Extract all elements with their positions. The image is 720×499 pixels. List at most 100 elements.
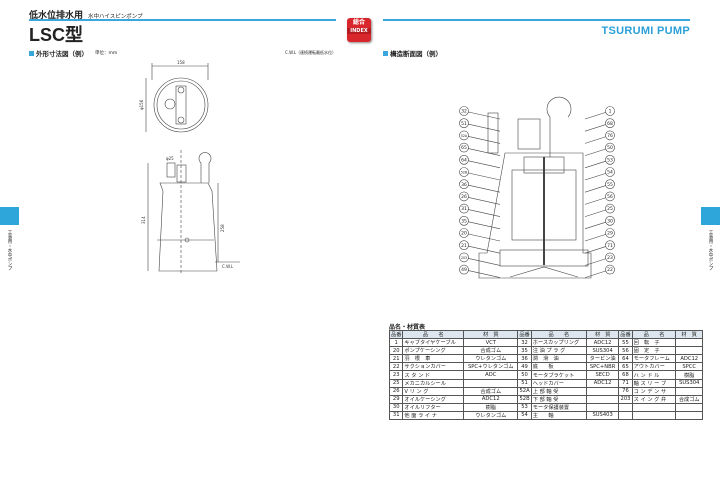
part-number: 35 <box>517 346 532 356</box>
part-name: 注 油 プ ラ グ <box>530 346 587 356</box>
material: SUS304 <box>675 378 703 388</box>
part-name <box>631 410 677 421</box>
side-tab[interactable] <box>701 207 720 225</box>
material: 合成ゴム <box>675 394 703 404</box>
part-name: V リ ン グ <box>402 386 465 396</box>
callout-label: 20 <box>461 231 467 237</box>
part-name: ス イ ン グ 弁 <box>631 394 677 404</box>
part-name: 回 転 子 <box>631 338 677 348</box>
callout-circle <box>605 240 615 250</box>
part-name: オイルリフター <box>402 402 465 412</box>
part-number: 49 <box>517 362 532 372</box>
part-name: ホースカップリング <box>530 338 587 348</box>
material: ウレタンゴム <box>463 354 519 364</box>
callout-label: 32 <box>461 109 467 115</box>
column-header: 品番 <box>618 329 633 340</box>
material: ADC12 <box>585 338 620 348</box>
material: SUS304 <box>585 346 620 356</box>
column-header: 材 質 <box>585 329 620 340</box>
callout-label: 53 <box>607 157 613 163</box>
parts-table-title: 品名・材質表 <box>389 324 426 331</box>
leader-line <box>463 147 501 156</box>
material <box>675 410 703 421</box>
material: SECD <box>585 370 620 380</box>
svg-text:C.W.L: C.W.L <box>222 264 234 269</box>
side-tab[interactable] <box>0 207 19 225</box>
part-number: 25 <box>388 378 404 388</box>
callout-label: 23 <box>607 255 613 261</box>
callout-circle <box>605 118 615 129</box>
callout-label: 52B <box>461 171 467 175</box>
svg-text:φ156: φ156 <box>139 99 144 110</box>
callout-circle <box>459 106 469 116</box>
header-rule <box>383 19 690 21</box>
part-number: 31 <box>388 410 404 421</box>
leader-line <box>463 244 501 254</box>
leader-line <box>463 220 501 230</box>
category-label: 低水位排水用水中ハイスピンポンプ <box>29 11 143 21</box>
callout-circle <box>605 264 615 275</box>
part-number: 32 <box>517 338 532 348</box>
part-name: 下 部 軸 受 <box>530 394 587 404</box>
part-number: 53 <box>517 402 532 412</box>
callout-circle <box>605 216 615 226</box>
material <box>675 338 703 348</box>
callout-label: 65 <box>461 145 467 151</box>
material: SPC+NBR <box>585 362 620 372</box>
callout-circle <box>605 252 615 263</box>
callout-circle <box>459 252 469 263</box>
column-header: 品番 <box>388 329 404 340</box>
part-number: 20 <box>388 346 404 356</box>
part-name: アウトカバー <box>631 362 677 372</box>
leader-line <box>463 196 501 205</box>
part-name: モータ保護装置 <box>530 402 587 412</box>
svg-text:158: 158 <box>177 60 185 65</box>
header-rule <box>29 19 336 21</box>
material: SUS403 <box>585 410 620 421</box>
material: ADC12 <box>675 354 703 364</box>
sectional-drawing: 325152A656452B36263135202120349168765053… <box>459 96 615 279</box>
callout-label: 64 <box>461 157 467 163</box>
material <box>585 394 620 404</box>
callout-label: 203 <box>461 256 467 260</box>
callout-label: 68 <box>607 121 613 127</box>
material: タービン油 <box>585 354 620 364</box>
callout-circle <box>605 130 615 141</box>
part-name: 羽 根 車 <box>402 354 465 364</box>
material: SPC+ウレタンゴム <box>463 362 519 372</box>
callout-label: 55 <box>607 182 613 188</box>
callout-label: 29 <box>607 231 613 237</box>
part-name: サクションカバー <box>402 362 465 372</box>
part-name: コ ン デ ン サ <box>631 386 677 396</box>
callout-label: 50 <box>607 145 613 151</box>
part-number <box>618 402 633 412</box>
svg-text:314: 314 <box>141 216 146 224</box>
callout-label: 1 <box>609 109 612 115</box>
material: ADC <box>463 370 519 380</box>
leader-line <box>463 122 501 132</box>
leader-line <box>463 171 501 181</box>
part-name: ス タ ン ド <box>402 370 465 380</box>
part-name: 主 軸 <box>530 410 587 421</box>
callout-circle <box>605 191 615 202</box>
part-number: 23 <box>388 370 404 380</box>
leader-line <box>463 110 501 120</box>
column-header: 品番 <box>517 329 532 340</box>
leader-line <box>463 257 501 266</box>
callout-circle <box>459 167 469 177</box>
material <box>675 402 703 412</box>
part-name: ハ ン ド ル <box>631 370 677 380</box>
part-name: ポンプケーシング <box>402 346 465 356</box>
part-number: 55 <box>618 338 633 348</box>
material: 樹脂 <box>463 402 519 412</box>
column-header: 品 名 <box>402 329 465 340</box>
part-number: 203 <box>618 394 633 404</box>
side-tab-label: 工事用・水中ポンプ <box>708 230 713 271</box>
